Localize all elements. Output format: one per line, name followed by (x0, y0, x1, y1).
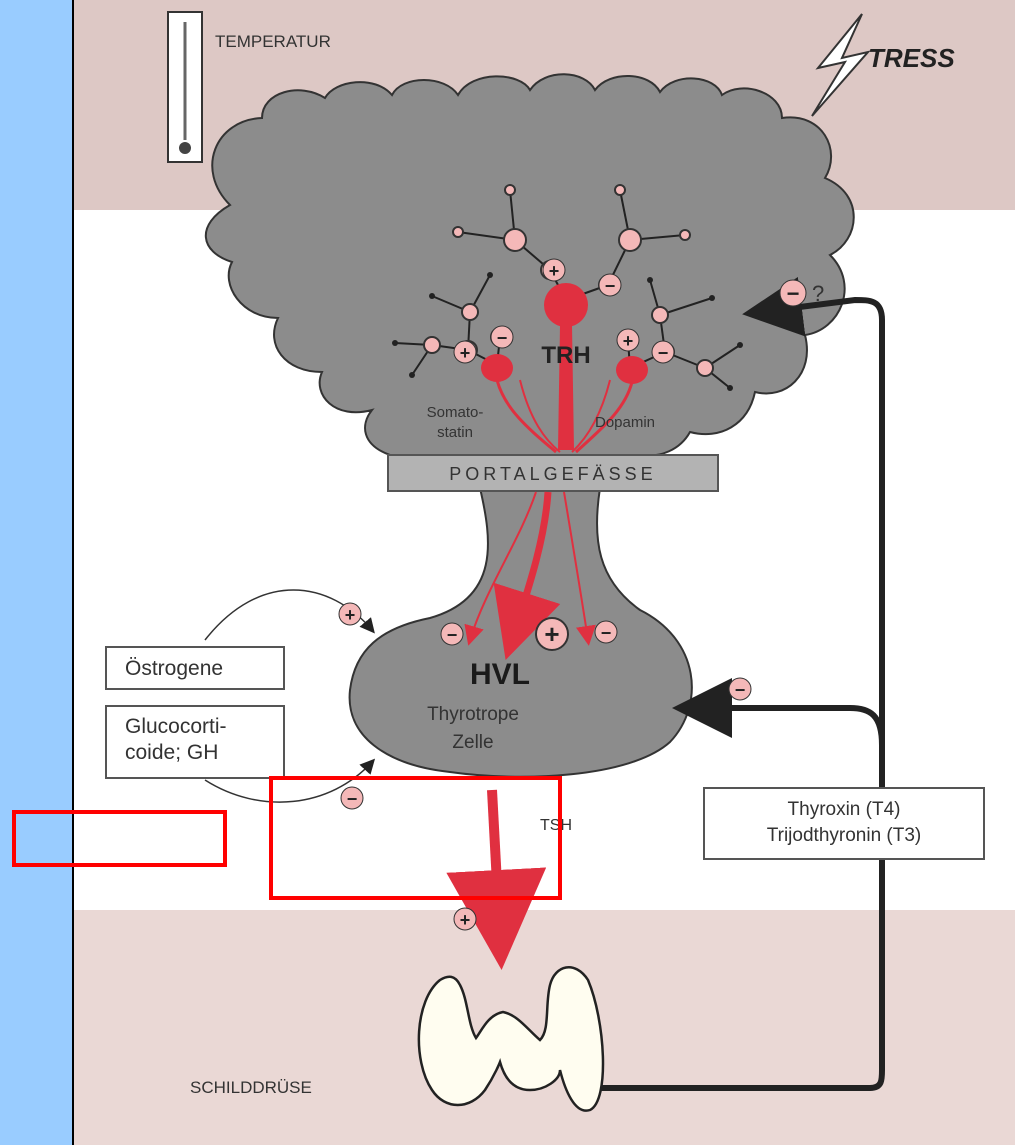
svg-text:+: + (460, 343, 471, 363)
somatostatin-label-2: statin (437, 424, 473, 441)
portal-vessels-label: PORTALGEFÄSSE (449, 464, 656, 484)
thyroid-hormones-box: Thyroxin (T4) Trijodthyronin (T3) (703, 787, 985, 860)
plus-sign-left: + (454, 341, 476, 363)
plus-sign-oestrogen: + (339, 603, 361, 625)
plus-sign-right: + (617, 329, 639, 351)
thyrotrope-label: Thyrotrope (427, 704, 519, 725)
svg-text:−: − (787, 281, 800, 306)
svg-text:−: − (605, 276, 616, 296)
glucocorticoid-box: Glucocorti- coide; GH (105, 705, 285, 779)
svg-text:−: − (497, 328, 508, 348)
plus-sign-top: + (543, 259, 565, 281)
svg-text:+: + (460, 910, 471, 930)
minus-sign-feedback-top: − (780, 280, 806, 306)
plus-sign-trh: + (536, 618, 568, 650)
thyroid-label: SCHILDDRÜSE (190, 1078, 312, 1097)
highlight-box-left (12, 810, 227, 867)
glucocorticoid-label-2: coide; GH (125, 740, 283, 766)
trijodthyronin-label: Trijodthyronin (T3) (705, 823, 983, 849)
minus-sign-top: − (599, 274, 621, 296)
temperatur-label: TEMPERATUR (215, 32, 331, 51)
thyroxin-label: Thyroxin (T4) (705, 797, 983, 823)
somatostatin-label-1: Somato- (427, 404, 484, 421)
svg-text:+: + (544, 619, 559, 649)
glucocorticoid-label-1: Glucocorti- (125, 714, 283, 740)
trh-label: TRH (541, 342, 590, 369)
minus-sign-somatostatin: − (441, 623, 463, 645)
svg-text:+: + (345, 605, 356, 625)
minus-sign-left: − (491, 326, 513, 348)
plus-sign-tsh: + (454, 908, 476, 930)
oestrogen-box: Östrogene (105, 646, 285, 690)
dopamin-label: Dopamin (595, 414, 655, 431)
minus-sign-dopamin: − (595, 621, 617, 643)
svg-text:+: + (623, 331, 634, 351)
oestrogen-label: Östrogene (125, 657, 223, 680)
thermometer-icon (168, 12, 202, 162)
svg-text:−: − (601, 623, 612, 643)
stress-label: TRESS (868, 43, 955, 73)
svg-text:−: − (447, 625, 458, 645)
hvl-label: HVL (470, 658, 530, 691)
highlight-box-center (269, 776, 562, 900)
minus-sign-feedback-hvl: − (729, 678, 751, 700)
svg-text:−: − (735, 680, 746, 700)
zelle-label: Zelle (452, 732, 493, 753)
question-mark: ? (812, 281, 824, 306)
svg-text:+: + (549, 261, 560, 281)
svg-text:−: − (658, 343, 669, 363)
minus-sign-right: − (652, 341, 674, 363)
